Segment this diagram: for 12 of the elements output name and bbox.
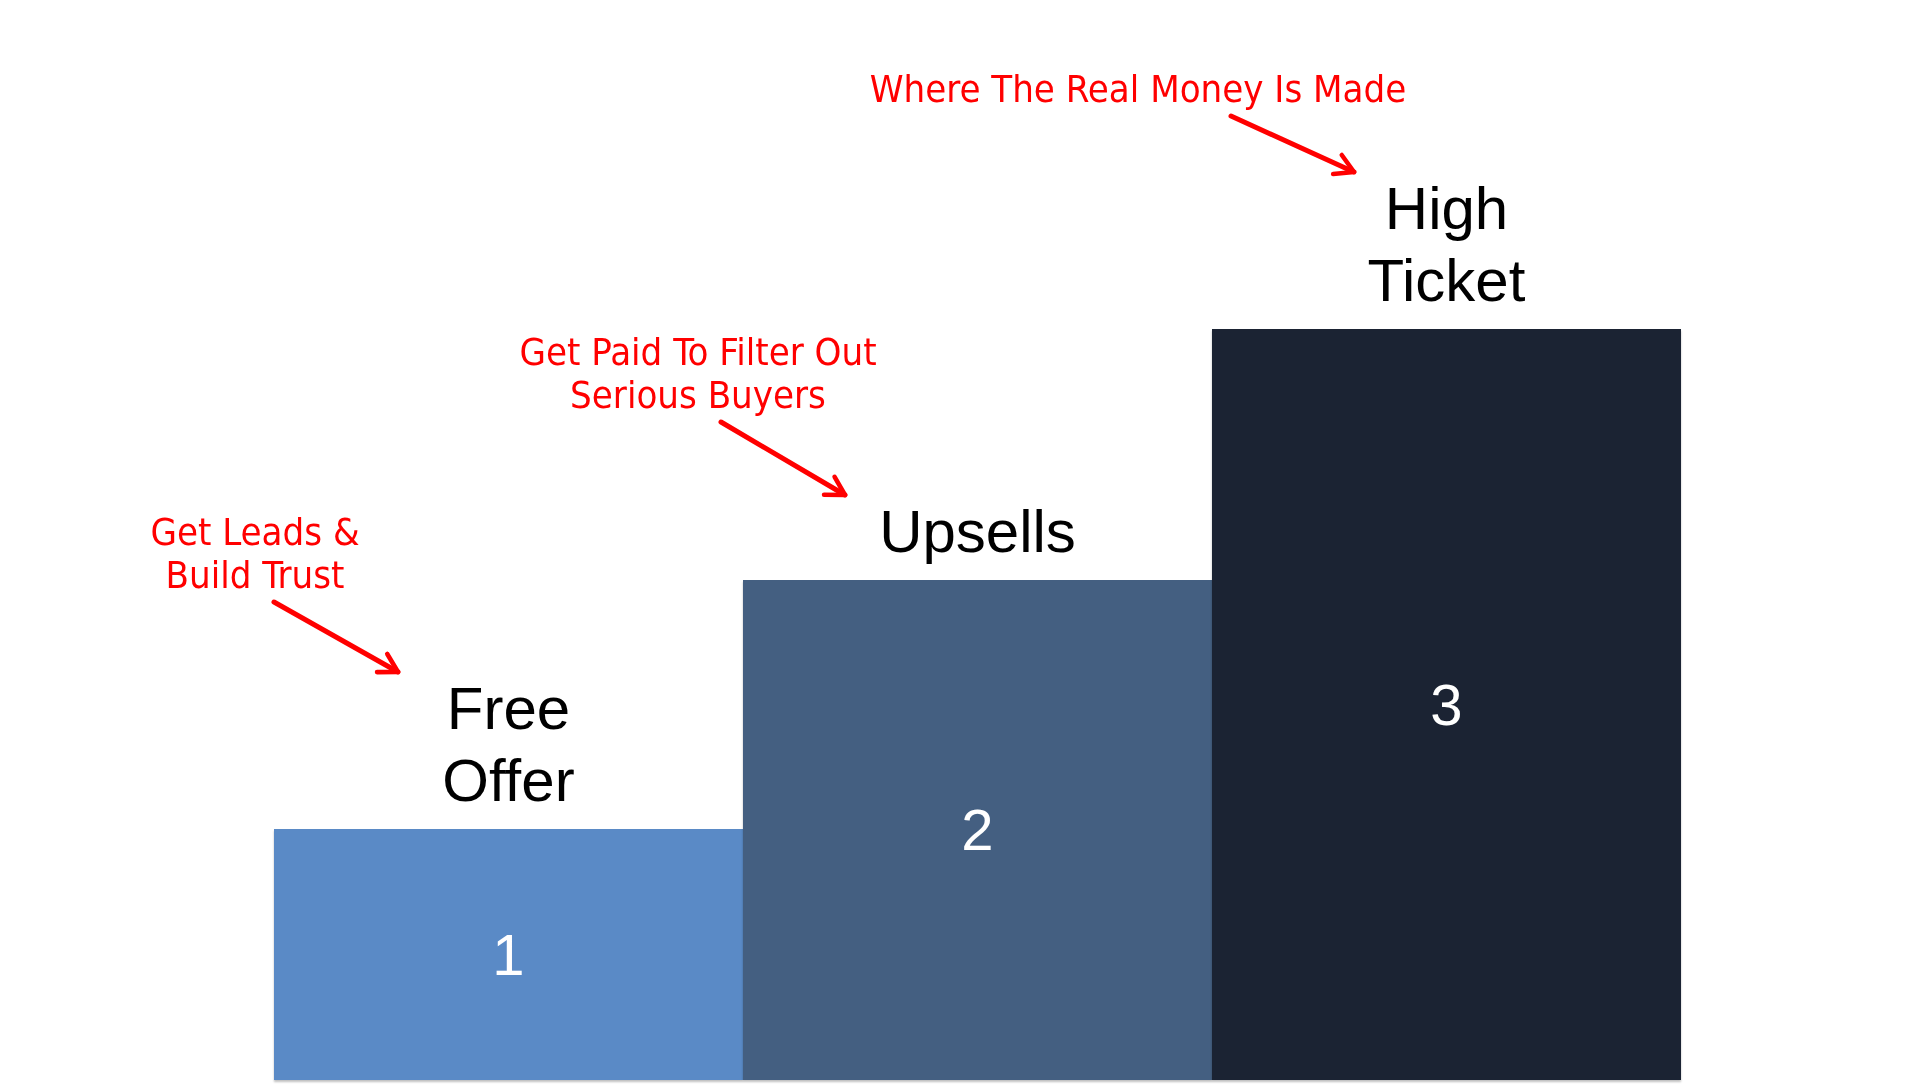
arrow — [718, 419, 848, 498]
arrow — [1228, 113, 1357, 177]
step-number: 1 — [492, 920, 525, 989]
step-number: 3 — [1430, 670, 1463, 739]
step-heading: High Ticket — [1366, 174, 1527, 316]
step-number: 2 — [961, 796, 994, 865]
annotation-text: Where The Real Money Is Made — [818, 68, 1458, 112]
step-heading: Free Offer — [441, 674, 576, 816]
arrow — [271, 599, 401, 675]
annotation-text: Get Leads & Build Trust — [150, 510, 360, 598]
annotation-text: Get Paid To Filter Out Serious Buyers — [488, 330, 908, 418]
step-heading: Upsells — [879, 497, 1076, 567]
